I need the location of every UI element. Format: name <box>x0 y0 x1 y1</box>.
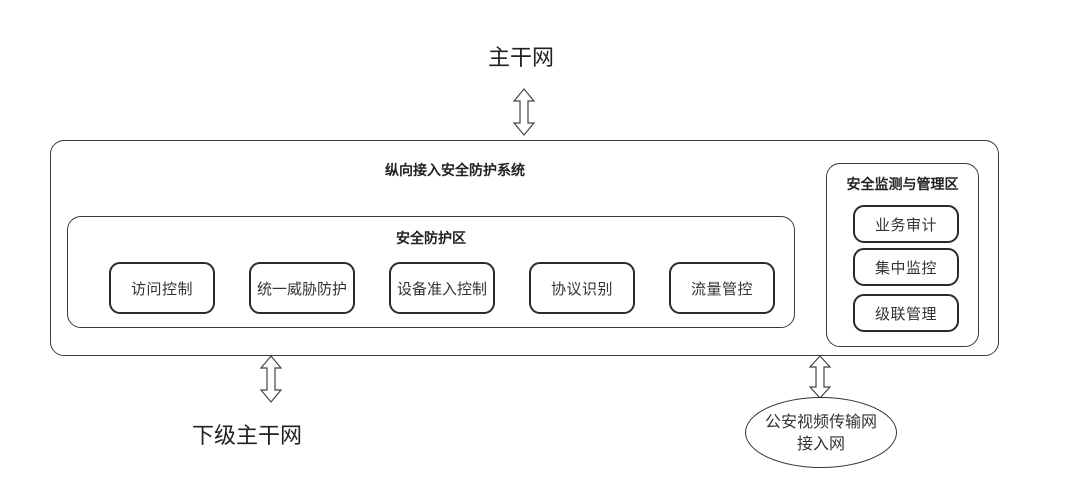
module-business-audit[interactable]: 业务审计 <box>853 205 959 243</box>
module-unified-threat-protection[interactable]: 统一威胁防护 <box>249 262 355 314</box>
video-transmission-access-network: 公安视频传输网 接入网 <box>745 397 897 468</box>
system-title: 纵向接入安全防护系统 <box>385 163 525 179</box>
module-traffic-control[interactable]: 流量管控 <box>669 262 775 314</box>
top-network-label: 主干网 <box>488 46 555 71</box>
module-cascade-management[interactable]: 级联管理 <box>853 294 959 332</box>
protection-zone-title: 安全防护区 <box>396 231 466 247</box>
double-arrow-icon-top <box>512 88 536 136</box>
video-network-line1: 公安视频传输网 <box>764 411 877 431</box>
double-arrow-icon-lower <box>259 355 283 403</box>
module-device-admission-control[interactable]: 设备准入控制 <box>389 262 495 314</box>
lower-network-label: 下级主干网 <box>192 424 303 449</box>
module-access-control[interactable]: 访问控制 <box>109 262 215 314</box>
monitor-zone-title: 安全监测与管理区 <box>846 177 959 193</box>
double-arrow-icon-video <box>808 355 832 399</box>
video-network-line2: 接入网 <box>796 433 845 453</box>
module-protocol-identification[interactable]: 协议识别 <box>529 262 635 314</box>
module-centralized-monitoring[interactable]: 集中监控 <box>853 248 959 286</box>
